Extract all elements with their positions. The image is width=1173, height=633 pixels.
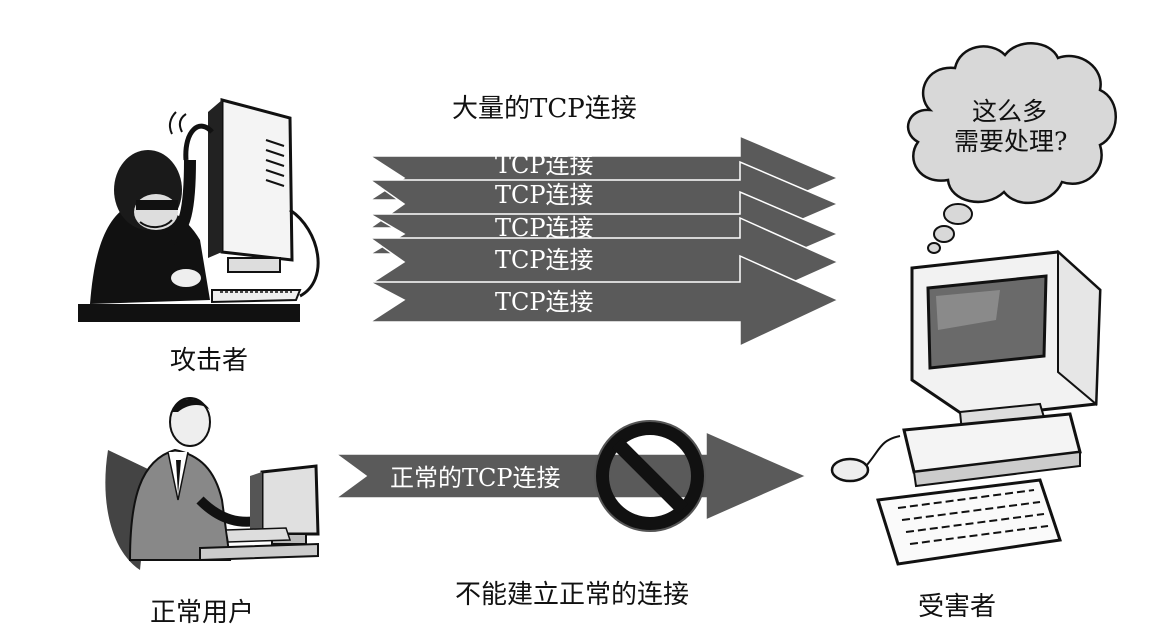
victim-label: 受害者 — [918, 592, 997, 622]
cannot-connect-label: 不能建立正常的连接 — [455, 580, 690, 610]
prohibited-sign-icon — [594, 420, 706, 532]
attacker-label: 攻击者 — [170, 346, 249, 376]
hacker-at-computer-icon — [78, 98, 320, 322]
thought-bubble-icon: 这么多 需要处理? — [906, 42, 1117, 254]
flood-title: 大量的TCP连接 — [452, 94, 637, 124]
tcp-flood-arrows: TCP连接 TCP连接 TCP连接 TCP连接 TCP连接 — [367, 134, 840, 348]
flood-arrow-label: TCP连接 — [495, 288, 594, 316]
desktop-computer-icon — [830, 249, 1102, 566]
flood-arrow-label: TCP连接 — [495, 181, 594, 209]
normal-tcp-arrow: 正常的TCP连接 — [333, 430, 808, 522]
flood-arrow-5: TCP连接 — [367, 254, 840, 348]
normal-arrow-label: 正常的TCP连接 — [390, 464, 561, 492]
flood-arrow-label: TCP连接 — [495, 151, 594, 179]
normal-user-label: 正常用户 — [150, 598, 255, 628]
flood-arrow-label: TCP连接 — [495, 246, 594, 274]
thought-line-1: 这么多 — [972, 97, 1047, 126]
office-worker-at-computer-icon — [105, 397, 320, 570]
thought-line-2: 需要处理? — [954, 127, 1067, 156]
